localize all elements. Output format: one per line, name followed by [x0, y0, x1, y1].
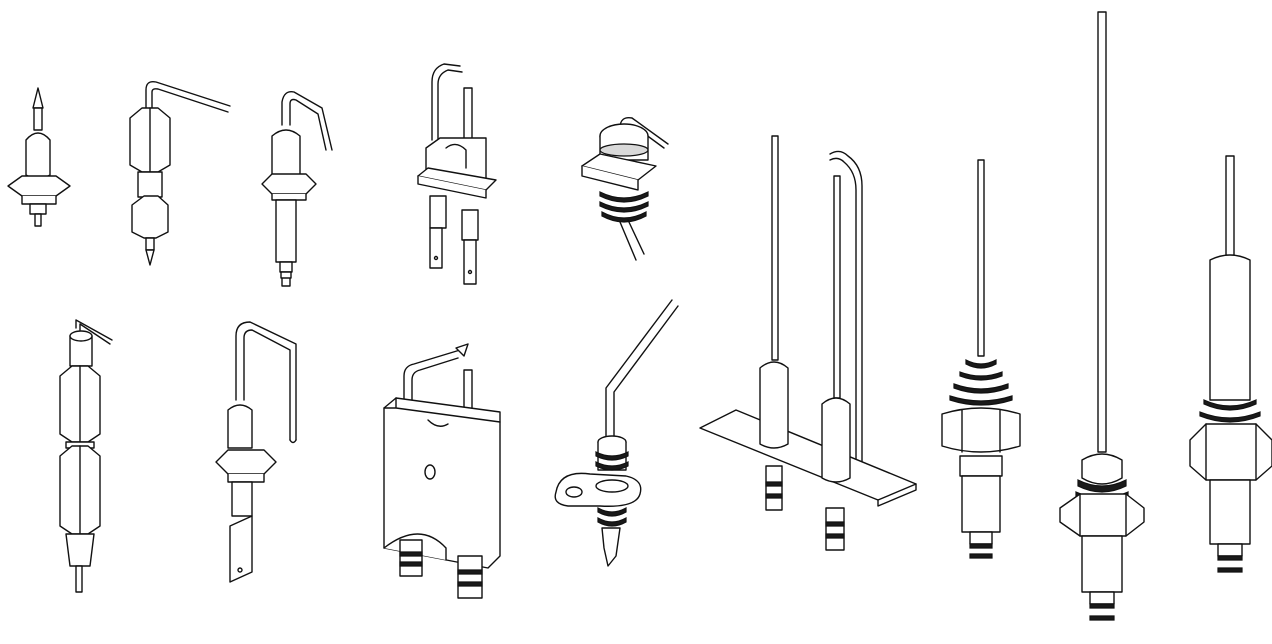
- hook-electrode-with-tab: [215, 321, 297, 583]
- large-threaded-rod-electrode: [1189, 155, 1272, 573]
- oval-flange-electrode: [554, 299, 679, 567]
- long-hex-bent-electrode: [59, 319, 113, 593]
- block-twin-electrode: [383, 343, 501, 599]
- tall-threaded-rod-electrode: [1059, 11, 1145, 621]
- plate-twin-rod-electrode: [699, 135, 917, 551]
- ignition-electrode: [7, 87, 71, 227]
- double-hex-electrode: [129, 80, 231, 266]
- grommet-electrode: [581, 117, 669, 261]
- twin-rod-bracket-electrode: [417, 63, 497, 285]
- square-flange-bent-electrode: [261, 91, 333, 287]
- threaded-nut-rod-electrode: [941, 159, 1021, 559]
